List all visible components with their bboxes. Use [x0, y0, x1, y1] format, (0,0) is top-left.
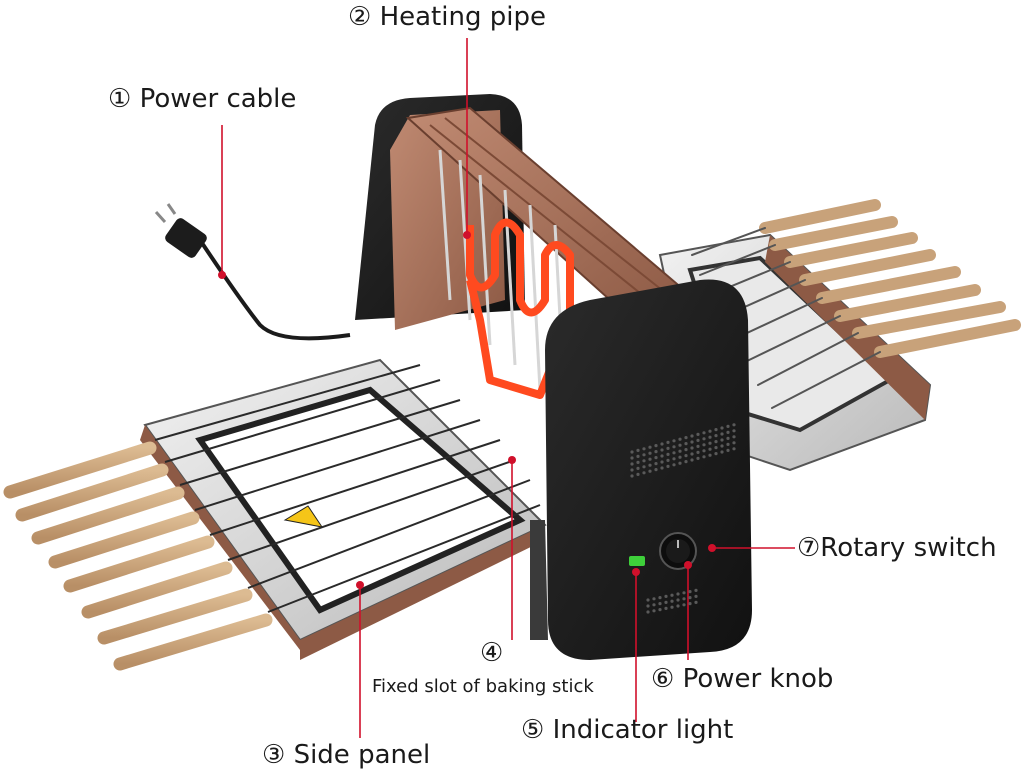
label-side-panel: ③ Side panel [262, 740, 431, 770]
front-housing [530, 279, 752, 660]
leader-dots [218, 231, 716, 589]
label-heating-pipe: ② Heating pipe [348, 2, 546, 32]
indicator-light-shape [629, 556, 645, 566]
power-cable [154, 203, 351, 341]
heating-coil [466, 218, 574, 399]
label-rotary-switch: ⑦Rotary switch [797, 533, 997, 563]
label-power-cable: ① Power cable [108, 84, 297, 114]
label-indicator-light: ⑤ Indicator light [521, 715, 734, 745]
label-power-knob: ⑥ Power knob [651, 664, 834, 694]
power-knob-shape [659, 532, 697, 570]
skewers-left [3, 441, 273, 671]
leader-lines [221, 38, 795, 738]
skewers-right [691, 199, 1021, 409]
label-fixed-slot: Fixed slot of baking stick [372, 676, 594, 697]
skewer-wires-left [154, 364, 541, 613]
label-slot-number: ④ [480, 638, 504, 668]
